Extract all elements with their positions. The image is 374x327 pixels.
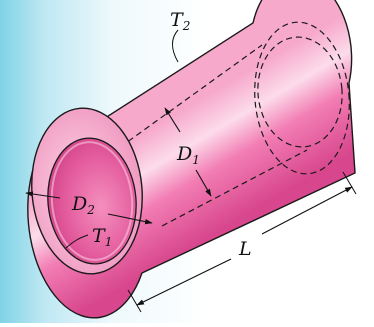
t1-leader <box>65 234 89 249</box>
l-extension-far <box>342 171 357 195</box>
d2-arrow-right <box>107 213 153 225</box>
d2-arrow-left <box>25 191 61 199</box>
hidden-far-end <box>111 21 350 227</box>
outer-temperature-label-group: T2 <box>170 9 190 63</box>
l-label: L <box>238 238 252 260</box>
l-arrow-far <box>261 186 353 235</box>
length-dimension: L <box>127 171 357 313</box>
t2-label: T2 <box>170 9 190 33</box>
far-end-outer-hidden <box>254 21 350 175</box>
d1-arrow-lower <box>195 169 212 197</box>
inner-diameter-dimension: D2 <box>25 191 153 225</box>
t1-label: T1 <box>92 225 112 249</box>
d1-label: D1 <box>176 143 200 167</box>
d1-arrow-upper <box>164 107 181 133</box>
bore-opening <box>47 137 137 265</box>
bore-lip-highlight <box>50 141 134 261</box>
d2-label: D2 <box>71 193 95 217</box>
far-end-inner-hidden <box>257 36 343 148</box>
l-extension-near <box>127 289 142 313</box>
bore-upper-hidden-line <box>111 44 263 154</box>
t2-leader <box>171 29 179 63</box>
outer-diameter-dimension: D1 <box>164 107 212 197</box>
inner-temperature-label-group: T1 <box>65 225 112 249</box>
bore-lower-hidden-line <box>161 149 308 227</box>
l-arrow-near <box>136 258 232 306</box>
